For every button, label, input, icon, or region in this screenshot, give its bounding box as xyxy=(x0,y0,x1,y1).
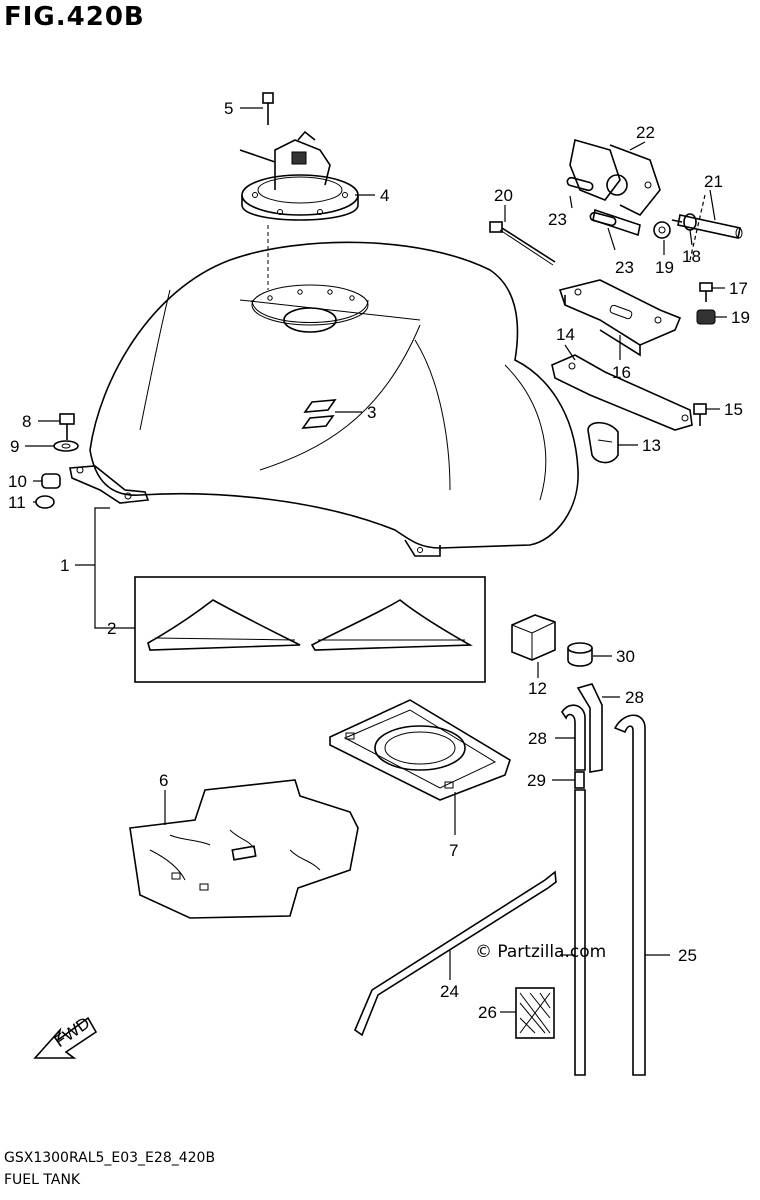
callout-12: 12 xyxy=(528,679,547,698)
callout-13: 13 xyxy=(642,436,661,455)
hose-25[interactable] xyxy=(613,714,646,1076)
washer-9[interactable] xyxy=(53,440,79,452)
callout-lines xyxy=(25,107,727,1013)
figure-caption: FUEL TANK xyxy=(4,1172,81,1188)
pin-21[interactable] xyxy=(677,214,743,239)
joint-29[interactable] xyxy=(574,771,585,789)
rear-bracket-16[interactable] xyxy=(558,279,682,357)
nut-19-upper[interactable] xyxy=(653,221,671,239)
watermark: © Partzilla.com xyxy=(475,942,607,962)
cushion-13[interactable] xyxy=(587,421,619,464)
callout-30: 30 xyxy=(616,647,635,666)
callout-15: 15 xyxy=(724,400,743,419)
callout-16: 16 xyxy=(612,363,631,382)
cushion-12[interactable] xyxy=(511,614,556,661)
bolt-8[interactable] xyxy=(59,413,75,440)
insulator-6[interactable] xyxy=(129,779,359,919)
callout-24: 24 xyxy=(440,982,459,1001)
callout-11: 11 xyxy=(8,493,26,512)
cap-30[interactable] xyxy=(567,642,593,667)
hose-28-upper[interactable] xyxy=(576,683,603,773)
callout-4: 4 xyxy=(380,186,389,205)
callout-29: 29 xyxy=(527,771,546,790)
hose-28-lower[interactable] xyxy=(561,704,586,771)
gasket-plate-7[interactable] xyxy=(329,699,511,801)
callout-3: 3 xyxy=(367,403,376,422)
callout-2: 2 xyxy=(107,619,116,638)
fuel-cap[interactable] xyxy=(239,130,359,290)
tape-26[interactable] xyxy=(515,987,555,1039)
rod-24[interactable] xyxy=(354,870,557,1037)
cushion-10[interactable] xyxy=(41,473,61,489)
callout-25: 25 xyxy=(678,946,697,965)
model-code: GSX1300RAL5_E03_E28_420B xyxy=(4,1150,216,1166)
bolt-5[interactable] xyxy=(262,92,274,125)
bolt-15[interactable] xyxy=(693,403,707,426)
callout-20: 20 xyxy=(494,186,513,205)
collar-11[interactable] xyxy=(35,495,55,509)
callout-numbers: 1 2 3 4 5 6 7 8 9 10 11 12 13 14 15 16 1… xyxy=(8,99,750,1022)
fuel-tank[interactable] xyxy=(69,241,579,557)
callout-9: 9 xyxy=(10,437,19,456)
callout-5: 5 xyxy=(224,99,233,118)
callout-28-upper: 28 xyxy=(625,688,644,707)
callout-10: 10 xyxy=(8,472,27,491)
emblem-set-2[interactable] xyxy=(134,576,486,683)
callout-19-lower: 19 xyxy=(731,308,750,327)
callout-23-left: 23 xyxy=(548,210,567,229)
hose-27[interactable] xyxy=(574,789,586,1076)
hinge-22[interactable] xyxy=(569,138,661,237)
callout-18: 18 xyxy=(682,247,701,266)
callout-8: 8 xyxy=(22,412,31,431)
callout-28-lower: 28 xyxy=(528,729,547,748)
plate-14[interactable] xyxy=(551,354,693,431)
callout-14: 14 xyxy=(556,325,575,344)
callout-6: 6 xyxy=(159,771,168,790)
fwd-direction-arrow: FWD xyxy=(33,1013,98,1059)
callout-7: 7 xyxy=(449,841,458,860)
callout-21: 21 xyxy=(704,172,723,191)
callout-22: 22 xyxy=(636,123,655,142)
callout-23-right: 23 xyxy=(615,258,634,277)
nut-19-lower[interactable] xyxy=(696,309,716,325)
bolt-20[interactable] xyxy=(489,221,556,266)
callout-17: 17 xyxy=(729,279,748,298)
callout-1: 1 xyxy=(60,556,69,575)
callout-26: 26 xyxy=(478,1003,497,1022)
cushion-23[interactable] xyxy=(566,176,617,227)
figure-title: FIG.420B xyxy=(4,2,145,32)
bolt-17[interactable] xyxy=(699,282,713,302)
callout-19-upper: 19 xyxy=(655,258,674,277)
